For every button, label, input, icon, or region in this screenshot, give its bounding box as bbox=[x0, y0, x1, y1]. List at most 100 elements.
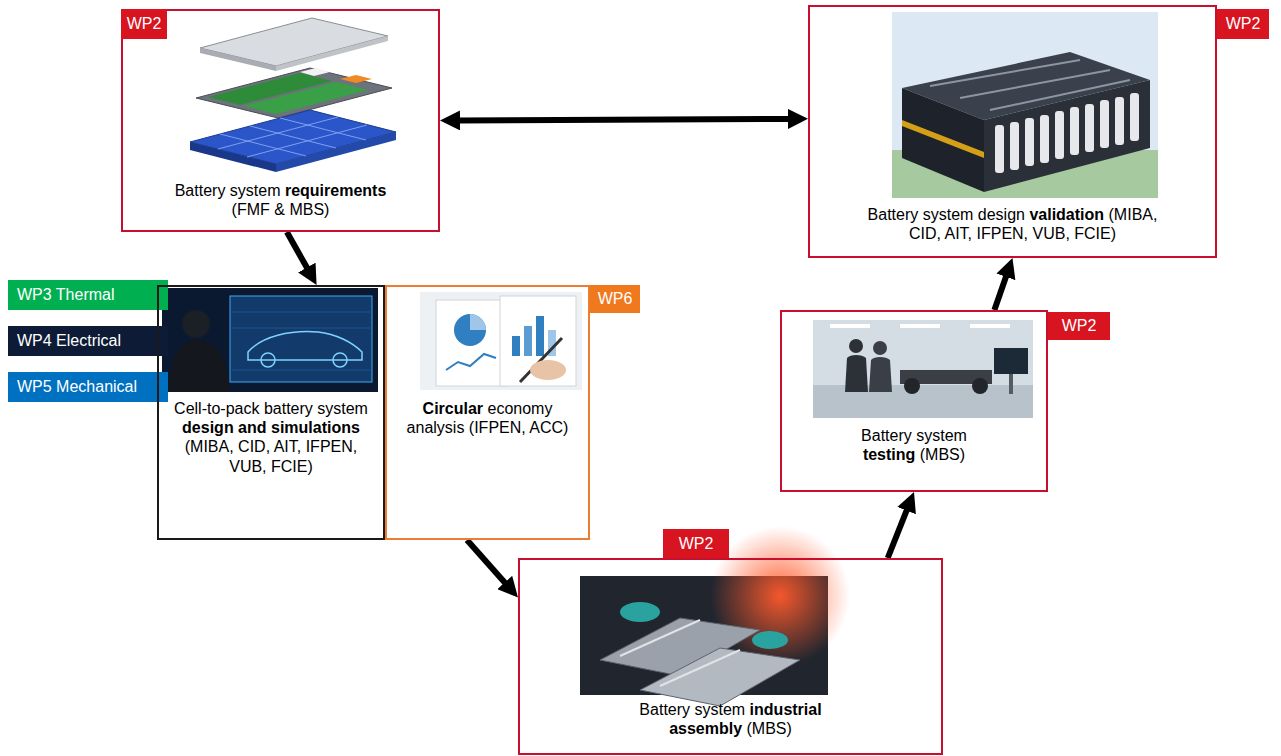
battery-pack-illustration-part bbox=[902, 88, 984, 192]
exploded-battery-illustration-part bbox=[200, 48, 276, 71]
box-caption: Battery system testing (MBS) bbox=[840, 426, 988, 464]
caption-run: (MBS) bbox=[742, 720, 792, 737]
work-package-label: WP3 Thermal bbox=[8, 280, 168, 310]
work-package-label: WP2 bbox=[1217, 9, 1269, 39]
requirements-box: WP2Battery system requirements (FMF & MB… bbox=[121, 9, 440, 232]
work-package-tag: WP2 bbox=[1217, 9, 1269, 39]
caption-holder: Circular economy analysis (IFPEN, ACC) bbox=[399, 399, 576, 437]
analysis-charts-illustration-part bbox=[470, 314, 486, 330]
engineer-screen-illustration-part bbox=[261, 353, 275, 367]
engineer-screen-illustration bbox=[162, 288, 378, 392]
engineer-screen-illustration-part bbox=[333, 353, 347, 367]
work-package-tag: WP5 Mechanical bbox=[8, 372, 168, 402]
work-package-tag: WP4 Electrical bbox=[8, 326, 168, 356]
assembly-box: WP2Battery system industrial assembly (M… bbox=[518, 558, 943, 755]
box-caption: Battery system industrial assembly (MBS) bbox=[628, 700, 833, 738]
box-caption: Battery system requirements (FMF & MBS) bbox=[161, 181, 400, 219]
test-lab-illustration-part bbox=[813, 320, 1033, 418]
work-package-label: WP2 bbox=[121, 9, 167, 39]
exploded-battery-illustration-part bbox=[190, 142, 276, 172]
battery-pack-illustration-part bbox=[902, 120, 984, 158]
work-package-tag: WP2 bbox=[121, 9, 167, 39]
exploded-battery-illustration bbox=[190, 18, 396, 172]
caption-run: (MBS) bbox=[915, 446, 965, 463]
test-lab-illustration-part bbox=[869, 357, 892, 392]
engineer-screen-illustration-part bbox=[230, 296, 372, 382]
caption-run: design and simulations bbox=[182, 419, 360, 436]
battery-pack-illustration bbox=[892, 12, 1158, 198]
test-lab-illustration-part bbox=[873, 341, 887, 355]
box-caption: Battery system design validation (MIBA, … bbox=[860, 205, 1165, 243]
battery-pack-illustration-part bbox=[1130, 93, 1139, 141]
work-package-label: WP2 bbox=[663, 529, 729, 558]
assembly-illustration-part bbox=[752, 631, 788, 649]
design-box: Cell-to-pack battery system design and s… bbox=[157, 285, 385, 540]
box-caption: Cell-to-pack battery system design and s… bbox=[165, 399, 377, 476]
testing-box: WP2Battery system testing (MBS) bbox=[780, 310, 1048, 492]
work-package-tag: WP6 bbox=[590, 285, 640, 313]
battery-pack-illustration-part bbox=[1040, 115, 1049, 163]
flow-arrow bbox=[287, 232, 308, 269]
battery-pack-illustration-part bbox=[1070, 107, 1079, 155]
caption-run: (FMF & MBS) bbox=[232, 201, 330, 218]
circular-economy-box: WP6Circular economy analysis (IFPEN, ACC… bbox=[385, 285, 590, 540]
exploded-battery-illustration-part bbox=[276, 36, 388, 71]
work-package-tag: WP3 Thermal bbox=[8, 280, 168, 310]
engineer-screen-illustration-part bbox=[162, 288, 378, 392]
engineer-screen-illustration-part bbox=[232, 328, 370, 329]
analysis-charts-illustration-part bbox=[420, 292, 582, 390]
test-lab-illustration-part bbox=[1009, 374, 1013, 394]
exploded-battery-illustration-part bbox=[247, 125, 367, 157]
caption-run: testing bbox=[863, 446, 915, 463]
test-lab-illustration-part bbox=[830, 324, 870, 328]
assembly-illustration-part bbox=[640, 648, 800, 706]
assembly-illustration-part bbox=[660, 650, 740, 686]
battery-pack-illustration-part bbox=[1010, 122, 1019, 170]
caption-holder: Battery system requirements (FMF & MBS) bbox=[161, 181, 400, 219]
test-lab-illustration-part bbox=[972, 378, 988, 394]
battery-pack-illustration-part bbox=[1055, 111, 1064, 159]
test-lab-illustration-part bbox=[849, 339, 863, 353]
analysis-charts-illustration bbox=[420, 292, 582, 390]
caption-run: Battery system bbox=[175, 182, 285, 199]
battery-pack-illustration-part bbox=[960, 70, 1110, 98]
test-lab-illustration-part bbox=[904, 378, 920, 394]
analysis-charts-illustration-part bbox=[524, 326, 532, 356]
battery-pack-illustration-part bbox=[1100, 100, 1109, 148]
test-lab-illustration-part bbox=[970, 324, 1010, 328]
work-package-tag: WP2 bbox=[1048, 312, 1110, 340]
work-package-label: WP4 Electrical bbox=[8, 326, 168, 356]
analysis-charts-illustration-part bbox=[500, 296, 576, 386]
work-package-label: WP6 bbox=[590, 285, 640, 313]
analysis-charts-illustration-part bbox=[454, 314, 486, 346]
exploded-battery-illustration-part bbox=[244, 82, 368, 114]
engineer-screen-illustration-part bbox=[182, 310, 210, 338]
caption-run: Battery system bbox=[639, 701, 749, 718]
flow-arrow bbox=[888, 509, 908, 558]
analysis-charts-illustration-part bbox=[446, 354, 496, 370]
analysis-charts-illustration-part bbox=[536, 316, 544, 356]
test-lab-illustration-part bbox=[900, 324, 940, 328]
caption-holder: Battery system industrial assembly (MBS) bbox=[628, 700, 833, 738]
caption-holder: Cell-to-pack battery system design and s… bbox=[165, 399, 377, 476]
engineer-screen-illustration-part bbox=[168, 340, 230, 392]
exploded-battery-illustration-part bbox=[276, 132, 396, 172]
battery-pack-illustration-part bbox=[984, 80, 1150, 192]
caption-holder: Battery system design validation (MIBA, … bbox=[860, 205, 1165, 243]
caption-run: (MIBA, CID, AIT, IFPEN, VUB, FCIE) bbox=[185, 438, 357, 474]
analysis-charts-illustration-part bbox=[530, 360, 566, 380]
engineer-screen-illustration-part bbox=[232, 312, 370, 313]
flow-arrow bbox=[467, 540, 506, 584]
test-lab-illustration bbox=[813, 320, 1033, 418]
caption-run: Battery system design bbox=[868, 206, 1030, 223]
analysis-charts-illustration-part bbox=[512, 336, 520, 356]
work-package-label: WP5 Mechanical bbox=[8, 372, 168, 402]
battery-pack-illustration-part bbox=[995, 125, 1004, 173]
battery-pack-illustration-part bbox=[1115, 97, 1124, 145]
test-lab-illustration-part bbox=[994, 348, 1028, 374]
caption-run: Battery system bbox=[861, 427, 967, 444]
flow-arrow bbox=[458, 119, 790, 120]
